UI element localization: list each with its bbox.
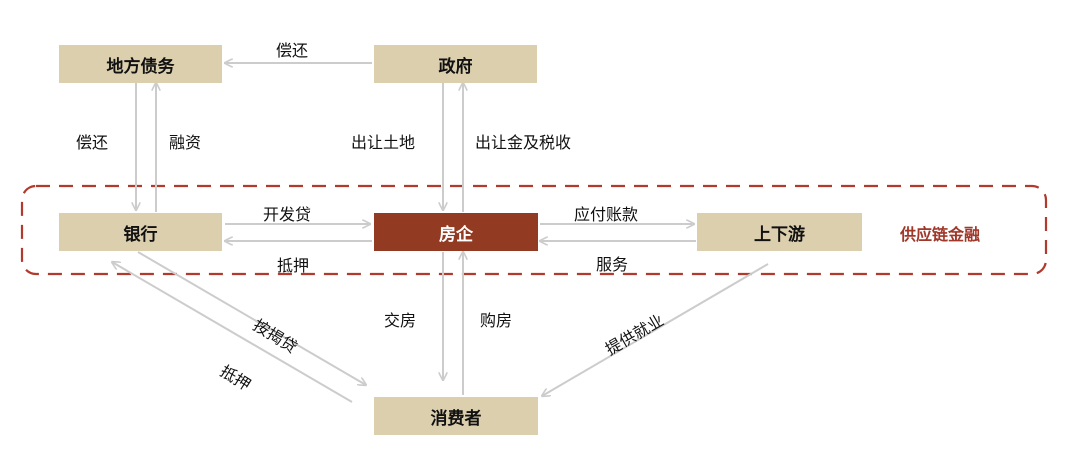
label-land-transfer: 出让土地	[351, 133, 416, 152]
label-mortgage-dev: 抵押	[277, 256, 310, 275]
label-land-fee-tax: 出让金及税收	[475, 133, 572, 152]
label-deliver-house: 交房	[384, 311, 417, 330]
node-developer: 房企	[374, 213, 538, 251]
node-government: 政府	[374, 45, 537, 83]
label-dev-loan: 开发贷	[263, 205, 312, 224]
node-bank: 银行	[59, 213, 222, 251]
label-payable: 应付账款	[574, 205, 639, 224]
supply-chain-finance-region	[20, 184, 1048, 276]
arrow-consumer-to-bank	[112, 262, 353, 403]
label-supply-chain-finance: 供应链金融	[900, 225, 981, 244]
label-gov-to-debt: 偿还	[276, 41, 309, 60]
node-local-debt: 地方债务	[59, 45, 222, 83]
arrow-bank-to-consumer	[137, 251, 366, 385]
label-service: 服务	[596, 255, 629, 274]
label-financing: 融资	[169, 133, 202, 152]
label-debt-repay: 偿还	[76, 133, 109, 152]
node-supply-chain: 上下游	[697, 213, 862, 251]
label-buy-house: 购房	[480, 311, 513, 330]
node-consumer: 消费者	[374, 397, 538, 435]
arrow-supply-to-consumer	[542, 263, 769, 396]
